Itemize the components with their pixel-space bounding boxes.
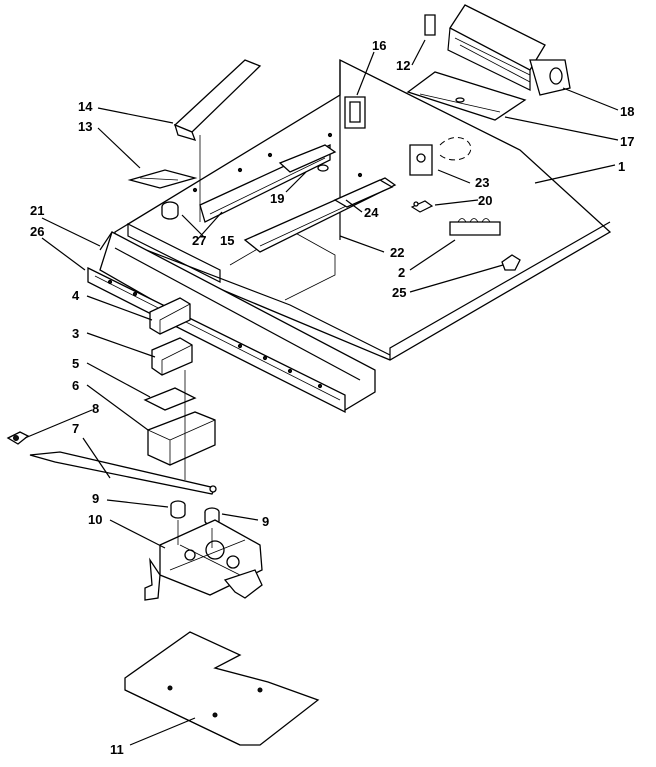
callout-5: 5 — [72, 356, 79, 371]
part-13-clip — [127, 169, 198, 189]
callout-25: 25 — [392, 285, 406, 300]
callout-11: 11 — [110, 742, 124, 757]
callout-26: 26 — [30, 224, 44, 239]
callout-9-right: 9 — [262, 514, 269, 529]
part-25-clip — [501, 254, 521, 271]
callout-17: 17 — [620, 134, 634, 149]
callout-22: 22 — [390, 245, 404, 260]
callout-9-left: 9 — [92, 491, 99, 506]
part-5-insulator — [143, 387, 197, 411]
callout-19: 19 — [270, 191, 284, 206]
callout-23: 23 — [475, 175, 489, 190]
front-rail — [99, 223, 376, 411]
part-9-spacer-left — [170, 500, 186, 519]
callout-20: 20 — [478, 193, 492, 208]
part-18-motor — [447, 4, 571, 96]
callout-2: 2 — [398, 265, 405, 280]
slide-24 — [333, 179, 394, 208]
part-23-bracket — [409, 144, 433, 176]
callout-10: 10 — [88, 512, 102, 527]
callout-18: 18 — [620, 104, 634, 119]
part-11-plate — [124, 631, 320, 746]
part-17-plate — [406, 71, 527, 121]
part-16-bracket — [344, 96, 366, 129]
part-27-knob — [161, 201, 179, 220]
callout-24: 24 — [364, 205, 379, 220]
callout-6: 6 — [72, 378, 79, 393]
callout-15: 15 — [220, 233, 234, 248]
callout-4: 4 — [72, 288, 80, 303]
callout-8: 8 — [92, 401, 99, 416]
callout-21: 21 — [30, 203, 44, 218]
leader-lines — [24, 39, 619, 746]
callout-16: 16 — [372, 38, 386, 53]
part-4-switch — [149, 297, 191, 335]
part-7-rod — [29, 451, 217, 495]
callout-1: 1 — [618, 159, 625, 174]
part-19-bracket — [278, 144, 337, 173]
part-20-clip — [410, 200, 434, 213]
part-12-bracket — [424, 14, 436, 36]
callout-27: 27 — [192, 233, 206, 248]
part-14-vent — [173, 59, 262, 141]
callout-13: 13 — [78, 119, 92, 134]
part-2-terminal-block — [449, 218, 501, 236]
callout-labels: 1 2 3 4 5 6 7 8 9 9 10 11 12 13 14 15 16… — [30, 38, 634, 757]
part-3-switch — [151, 337, 193, 376]
callout-3: 3 — [72, 326, 79, 341]
part-6-bracket — [147, 411, 216, 466]
part-10-mechanism — [144, 519, 263, 601]
callout-14: 14 — [78, 99, 93, 114]
callout-12: 12 — [396, 58, 410, 73]
bracket-strip — [87, 266, 346, 414]
part-8-clip — [6, 431, 30, 445]
callout-7: 7 — [72, 421, 79, 436]
